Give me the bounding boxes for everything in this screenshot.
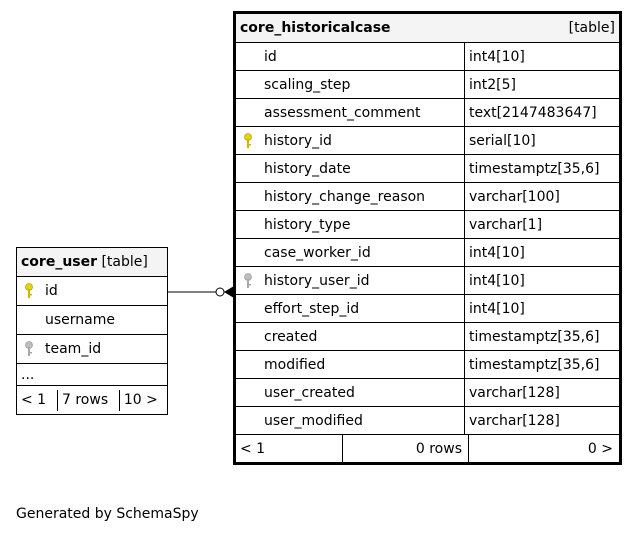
column-name: created: [264, 328, 318, 345]
column-row[interactable]: history_type varchar[1]: [234, 210, 621, 239]
column-type: serial[10]: [464, 126, 621, 155]
column-row[interactable]: case_worker_id int4[10]: [234, 238, 621, 267]
column-row[interactable]: id int4[10]: [234, 42, 621, 71]
table-name: core_historicalcase: [240, 20, 391, 36]
column-name: user_modified: [264, 412, 363, 429]
column-type: varchar[1]: [464, 210, 621, 239]
column-name: modified: [264, 356, 326, 373]
column-type: text[2147483647]: [464, 98, 621, 127]
column-type: int4[10]: [464, 238, 621, 267]
foreign-key-icon: [25, 341, 33, 356]
column-name: team_id: [45, 341, 102, 357]
column-row[interactable]: assessment_comment text[2147483647]: [234, 98, 621, 127]
column-row[interactable]: effort_step_id int4[10]: [234, 294, 621, 323]
column-name: history_change_reason: [264, 188, 426, 205]
column-name: history_date: [264, 160, 351, 177]
foreign-key-icon: [244, 273, 252, 288]
column-type: int2[5]: [464, 70, 621, 99]
column-row[interactable]: history_date timestamptz[35,6]: [234, 154, 621, 183]
column-row[interactable]: history_id serial[10]: [234, 126, 621, 155]
column-row[interactable]: user_modified varchar[128]: [234, 406, 621, 435]
ellipsis: ...: [16, 363, 168, 386]
column-name: case_worker_id: [264, 244, 371, 261]
row-count: 0 rows: [342, 435, 469, 462]
table-nav: < 1 7 rows 10 >: [17, 389, 167, 411]
table-header[interactable]: core_historicalcase [table]: [234, 12, 621, 43]
column-row[interactable]: history_change_reason varchar[100]: [234, 182, 621, 211]
row-count: 7 rows: [57, 389, 120, 411]
column-type: timestamptz[35,6]: [464, 322, 621, 351]
column-name: history_id: [264, 132, 332, 149]
nav-prev[interactable]: < 1: [17, 389, 58, 411]
column-row[interactable]: modified timestamptz[35,6]: [234, 350, 621, 379]
nav-next[interactable]: 0 >: [587, 440, 613, 457]
primary-key-icon: [244, 133, 252, 148]
column-type: timestamptz[35,6]: [464, 154, 621, 183]
column-name: history_type: [264, 216, 351, 233]
core-user-table[interactable]: core_user [table] id username team_id ..…: [16, 247, 168, 415]
column-row[interactable]: created timestamptz[35,6]: [234, 322, 621, 351]
column-row[interactable]: username: [16, 305, 168, 335]
column-name: scaling_step: [264, 76, 351, 93]
table-header[interactable]: core_user [table]: [16, 247, 168, 277]
column-type: int4[10]: [464, 42, 621, 71]
column-name: effort_step_id: [264, 300, 360, 317]
column-type: int4[10]: [464, 294, 621, 323]
column-type: timestamptz[35,6]: [464, 350, 621, 379]
column-type: varchar[100]: [464, 182, 621, 211]
nav-prev[interactable]: < 1: [236, 435, 343, 462]
crowfoot-many-marker: [224, 286, 234, 298]
column-type: varchar[128]: [464, 406, 621, 435]
column-name: id: [45, 283, 58, 299]
column-name: username: [45, 312, 115, 328]
more-columns-row: ...: [16, 363, 168, 386]
column-row[interactable]: scaling_step int2[5]: [234, 70, 621, 99]
column-row[interactable]: id: [16, 276, 168, 306]
column-name: history_user_id: [264, 272, 370, 289]
table-nav: < 1 0 rows 0 >: [236, 435, 619, 462]
column-type: int4[10]: [464, 266, 621, 295]
table-kind: [table]: [568, 20, 615, 36]
nav-next[interactable]: 10 >: [123, 392, 158, 408]
column-type: varchar[128]: [464, 378, 621, 407]
column-name: user_created: [264, 384, 355, 401]
column-name: assessment_comment: [264, 104, 421, 121]
table-name: core_user: [21, 254, 98, 270]
column-row[interactable]: team_id: [16, 334, 168, 364]
column-name: id: [264, 48, 277, 65]
zero-optional-marker: [215, 287, 225, 297]
footer-credit: Generated by SchemaSpy: [16, 506, 199, 522]
column-row[interactable]: user_created varchar[128]: [234, 378, 621, 407]
column-row[interactable]: history_user_id int4[10]: [234, 266, 621, 295]
primary-key-icon: [25, 283, 33, 298]
table-kind: [table]: [101, 254, 148, 270]
